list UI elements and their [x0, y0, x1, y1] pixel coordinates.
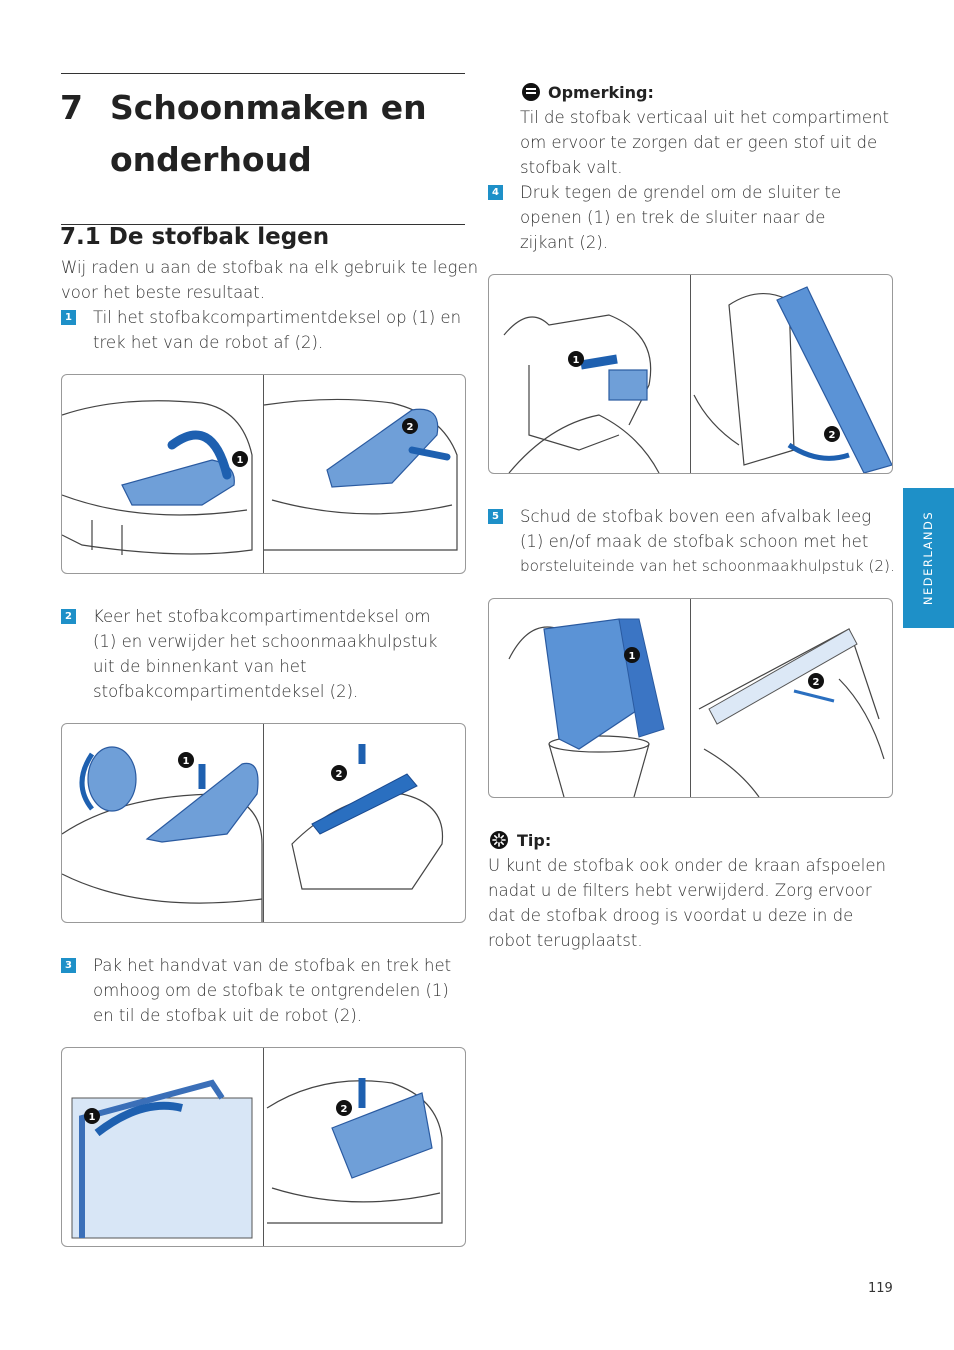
step-line: Pak het handvat van de stofbak en trek h…	[93, 956, 452, 975]
step-line: (1) en/of maak de stofbak schoon met het	[520, 532, 869, 551]
step-line: zijkant (2).	[520, 233, 608, 252]
step-line: trek het van de robot af (2).	[93, 333, 324, 352]
figure-divider	[690, 599, 691, 797]
callout-2: 2	[813, 677, 820, 688]
callout-2: 2	[407, 422, 414, 433]
step-line: en til de stofbak uit de robot (2).	[93, 1006, 363, 1025]
step-badge: 3	[61, 958, 76, 973]
note-line: Til de stofbak verticaal uit het compart…	[520, 108, 889, 127]
callout-1: 1	[573, 355, 580, 366]
callout-2: 2	[336, 769, 343, 780]
intro-line-2: voor het beste resultaat.	[61, 283, 266, 302]
step-line: Keer het stofbakcompartimentdeksel om	[93, 607, 431, 626]
step-line: Druk tegen de grendel om de sluiter te	[520, 183, 842, 202]
callout-1: 1	[183, 756, 190, 767]
page-number: 119	[868, 1281, 893, 1296]
step-badge: 4	[488, 185, 503, 200]
chapter-title-line-2: onderhoud	[110, 140, 312, 179]
callout-1: 1	[237, 455, 244, 466]
step-line: Schud de stofbak boven een afvalbak leeg	[520, 507, 872, 526]
section-title: 7.1 De stofbak legen	[60, 224, 330, 250]
illustration-empty-dust-bin: 1 2	[508, 618, 885, 797]
step-line: openen (1) en trek de sluiter naar de	[520, 208, 826, 227]
tip-line: nadat u de filters hebt verwijderd. Zorg…	[488, 881, 872, 900]
intro-line-1: Wij raden u aan de stofbak na elk gebrui…	[61, 258, 479, 277]
step-line: borsteluiteinde van het schoonmaakhulpst…	[520, 557, 895, 575]
figure-divider	[263, 1048, 264, 1246]
tip-line: robot terugplaatst.	[488, 931, 643, 950]
chapter-top-rule	[61, 73, 465, 74]
tip-line: U kunt de stofbak ook onder de kraan afs…	[488, 856, 886, 875]
illustration-lift-cover: 1 2	[62, 398, 458, 555]
illustration-open-shutter: 1 2	[503, 286, 892, 473]
figure-step-1: 1 2	[61, 374, 466, 574]
chapter-number: 7	[60, 88, 83, 127]
step-line: (1) en verwijder het schoonmaakhulpstuk	[93, 632, 438, 651]
step-line: omhoog om de stofbak te ontgrendelen (1)	[93, 981, 449, 1000]
step-badge: 1	[61, 310, 76, 325]
tip-heading: Tip:	[517, 831, 552, 850]
callout-2: 2	[829, 430, 836, 441]
language-side-tab-label: NEDERLANDS	[921, 510, 935, 606]
callout-2: 2	[341, 1104, 348, 1115]
figure-step-4: 1 2	[488, 274, 893, 474]
figure-divider	[690, 275, 691, 473]
note-heading: Opmerking:	[548, 83, 654, 102]
figure-step-2: 1 2	[61, 723, 466, 923]
note-line: om ervoor te zorgen dat er geen stof uit…	[520, 133, 878, 152]
figure-step-3: 1 2	[61, 1047, 466, 1247]
chapter-title-line-1: Schoonmaken en	[110, 88, 427, 127]
step-badge: 2	[61, 609, 76, 624]
tip-icon	[490, 831, 508, 849]
figure-step-5: 1 2	[488, 598, 893, 798]
section-top-rule	[61, 224, 465, 225]
note-line: stofbak valt.	[520, 158, 623, 177]
illustration-lift-dust-bin: 1 2	[71, 1078, 443, 1239]
step-line: uit de binnenkant van het	[93, 657, 307, 676]
illustration-remove-tool: 1 2	[62, 744, 444, 922]
language-side-tab: NEDERLANDS	[903, 488, 954, 628]
callout-1: 1	[89, 1112, 96, 1123]
step-line: stofbakcompartimentdeksel (2).	[93, 682, 359, 701]
callout-1: 1	[629, 651, 636, 662]
note-icon	[522, 83, 540, 101]
tip-line: dat de stofbak droog is voordat u deze i…	[488, 906, 854, 925]
step-badge: 5	[488, 509, 503, 524]
figure-divider	[263, 375, 264, 573]
figure-divider	[263, 724, 264, 922]
step-line: Til het stofbakcompartimentdeksel op (1)…	[93, 308, 462, 327]
